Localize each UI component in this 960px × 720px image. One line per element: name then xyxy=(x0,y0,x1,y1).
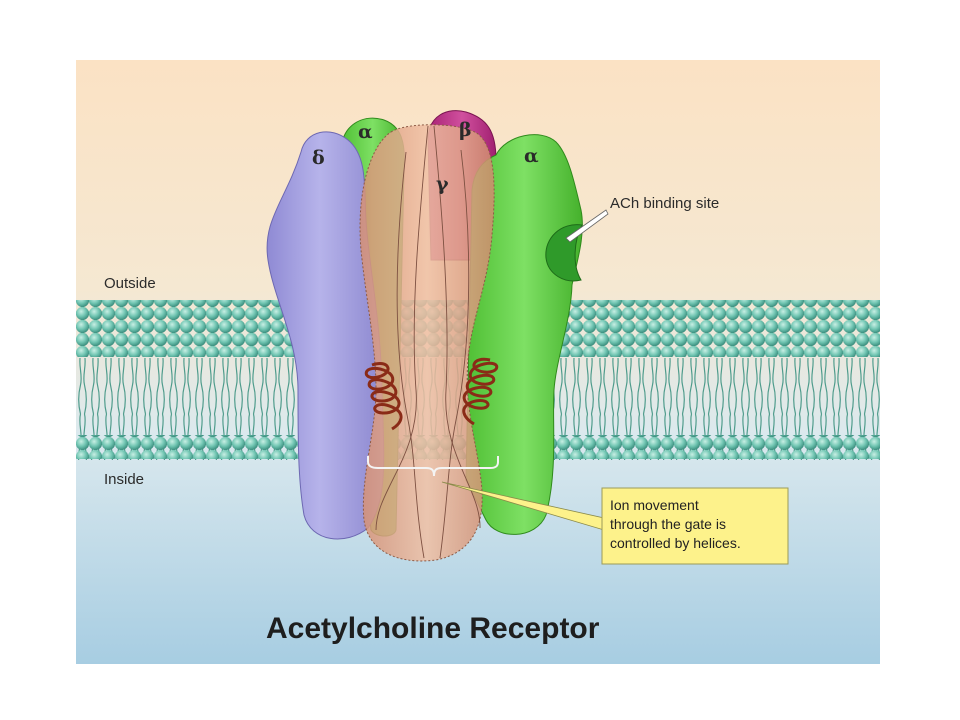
inside-label: Inside xyxy=(104,471,144,488)
gate-helices xyxy=(364,357,499,431)
ach-binding-site-label: ACh binding site xyxy=(610,195,719,212)
gamma-contours xyxy=(375,125,481,559)
alpha-front-label: α xyxy=(524,145,539,167)
alpha-back-label: α xyxy=(358,121,373,143)
callout-line-1: Ion movement xyxy=(610,497,699,513)
gamma-subunit xyxy=(359,124,495,562)
right-helix xyxy=(462,357,499,426)
acetylcholine-receptor-diagram: δ α β γ α ACh binding site Outside Insid… xyxy=(70,60,880,664)
gate-brace xyxy=(367,456,499,477)
delta-label: δ xyxy=(312,147,325,169)
left-helix xyxy=(364,362,403,431)
callout-line-2: through the gate is xyxy=(610,516,726,532)
beta-label: β xyxy=(459,119,472,141)
diagram-title: Acetylcholine Receptor xyxy=(266,612,600,645)
gamma-label: γ xyxy=(436,173,449,195)
callout-box: Ion movement through the gate is control… xyxy=(601,487,789,565)
callout-line-3: controlled by helices. xyxy=(610,535,741,551)
ach-pointer xyxy=(565,209,609,243)
outside-label: Outside xyxy=(104,275,156,292)
